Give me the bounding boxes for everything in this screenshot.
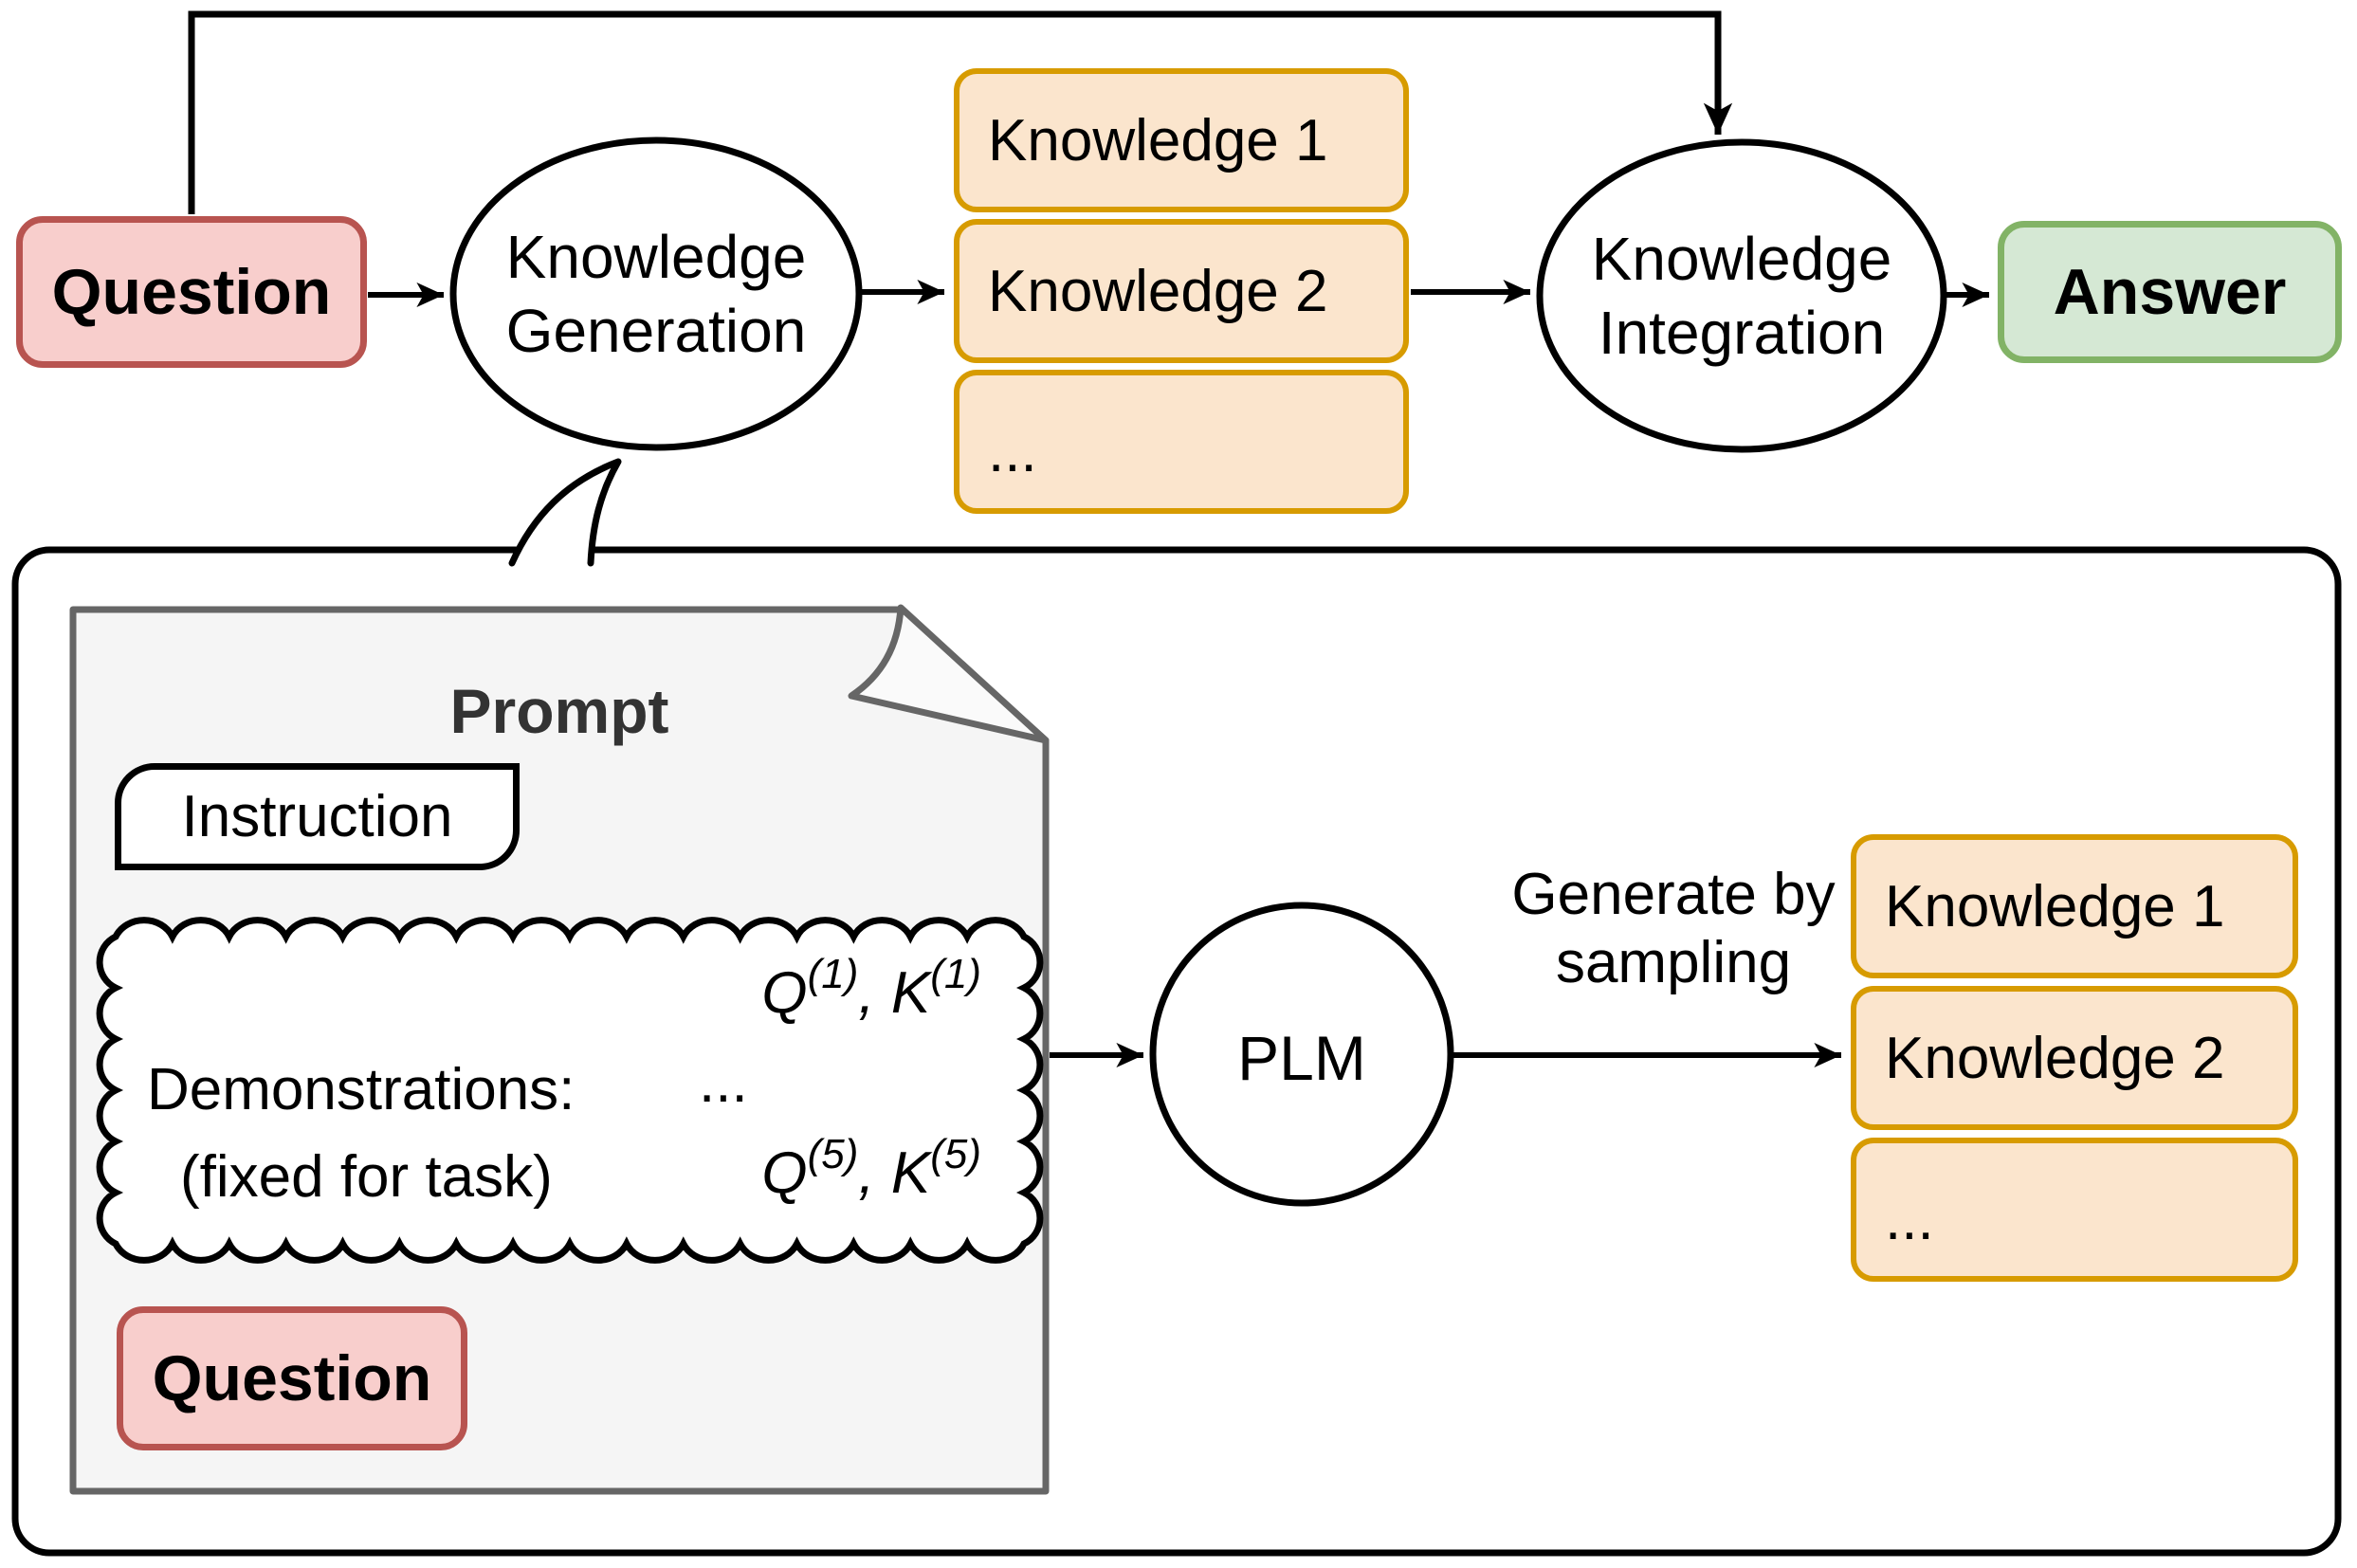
knowledge-generation-label: Knowledge Generation [453, 220, 859, 368]
knowledge-item-top-ellipsis: ... [954, 370, 1409, 514]
demo-k1: K [890, 960, 931, 1026]
knowledge-integration-line1: Knowledge [1591, 225, 1892, 293]
generate-by-line1: Generate by [1511, 862, 1836, 927]
callout-tail-fill [512, 462, 618, 561]
question-to-integration-arrow [188, 10, 1733, 214]
demo-comma-1: , [858, 960, 891, 1026]
demo-example-5: Q(5), K(5) [569, 1131, 981, 1217]
knowledge-generation-ellipse [449, 137, 863, 451]
demo-q1-sup: (1) [807, 951, 859, 997]
demonstrations-cloud [96, 917, 1044, 1264]
plm-label: PLM [1237, 1023, 1366, 1093]
generate-by-sampling-label: Generate by sampling [1460, 861, 1887, 997]
knowledge-item-bottom-1: Knowledge 1 [1851, 834, 2298, 978]
answer-box: Answer [1998, 221, 2342, 363]
knowledge-integration-line2: Integration [1598, 299, 1886, 367]
knowledge-generation-line2: Generation [505, 297, 807, 365]
prompt-title: Prompt [449, 676, 669, 746]
demo-k5-sup: (5) [930, 1131, 981, 1177]
plm-circle [1149, 902, 1454, 1207]
demo-k5: K [890, 1140, 931, 1206]
knowledge-generation-line1: Knowledge [505, 223, 807, 291]
demo-q5-sup: (5) [807, 1131, 859, 1177]
knowledge-integration-label: Knowledge Integration [1539, 222, 1945, 370]
demo-example-1: Q(1), K(1) [569, 951, 981, 1037]
question-box-top: Question [16, 216, 367, 368]
prompt-panel-fold-icon [848, 604, 1050, 744]
knowledge-item-top-1: Knowledge 1 [954, 68, 1409, 212]
knowledge-item-bottom-ellipsis: ... [1851, 1138, 2298, 1282]
generate-by-line2: sampling [1555, 930, 1792, 995]
demo-q1: Q [761, 960, 808, 1026]
knowledge-integration-ellipse [1536, 138, 1947, 453]
demo-ellipsis: ... [699, 1049, 748, 1115]
demo-k1-sup: (1) [930, 951, 981, 997]
demonstrations-label: Demonstrations: [147, 1057, 576, 1122]
instruction-box: Instruction [115, 763, 520, 870]
demo-comma-5: , [858, 1140, 891, 1206]
question-box-prompt: Question [117, 1306, 467, 1450]
callout-tail-outline [508, 458, 622, 567]
knowledge-item-bottom-2: Knowledge 2 [1851, 986, 2298, 1130]
demonstrations-note: (fixed for task) [180, 1144, 553, 1210]
knowledge-item-top-2: Knowledge 2 [954, 219, 1409, 363]
demo-q5: Q [761, 1140, 808, 1206]
